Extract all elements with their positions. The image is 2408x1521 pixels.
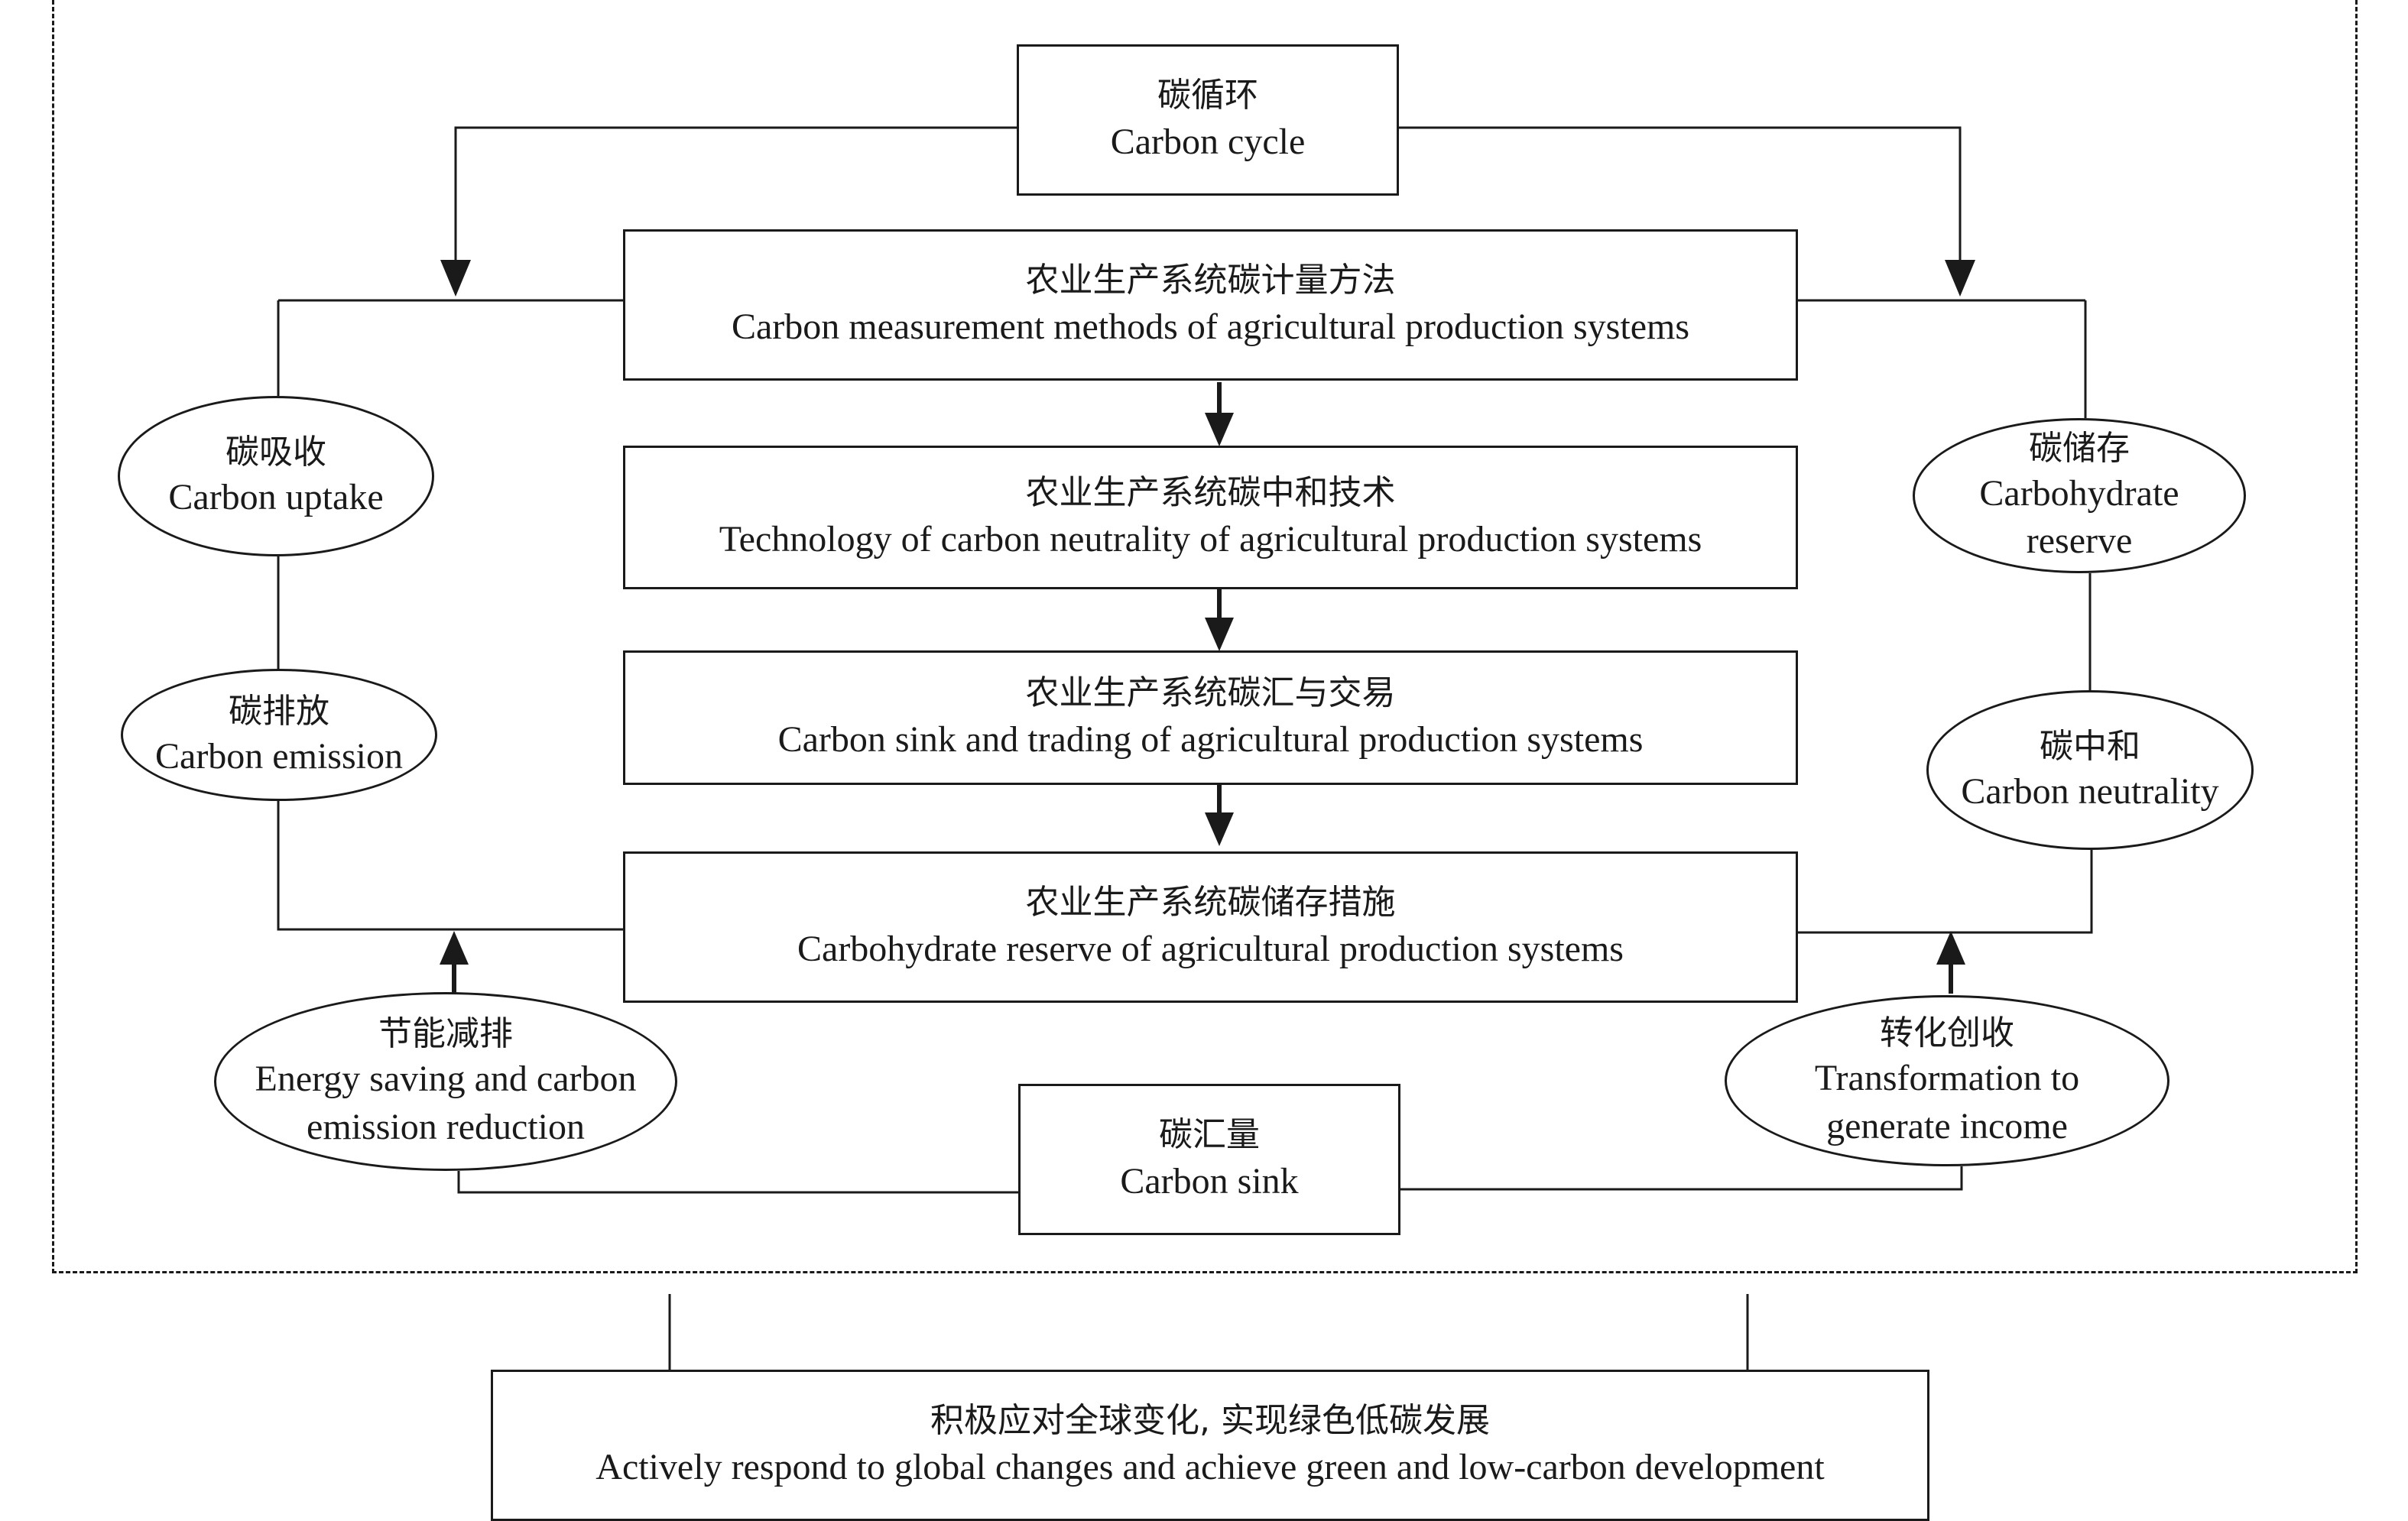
arrowhead-2 — [1205, 618, 1234, 651]
carbon-sink-box: 碳汇量 Carbon sink — [1018, 1084, 1400, 1235]
transformation-zh: 转化创收 — [1880, 1013, 2014, 1053]
carbon-cycle-en: Carbon cycle — [1110, 122, 1306, 163]
arrowhead-cycle-right — [1945, 260, 1975, 297]
carbon-uptake-en: Carbon uptake — [168, 477, 384, 518]
carbon-sink-en: Carbon sink — [1120, 1161, 1299, 1202]
carbon-emission-zh: 碳排放 — [229, 691, 329, 731]
carbon-cycle-box: 碳循环 Carbon cycle — [1017, 44, 1399, 196]
carbon-uptake-oval: 碳吸收 Carbon uptake — [118, 396, 434, 556]
storage-measures-zh: 农业生产系统碳储存措施 — [1025, 882, 1396, 922]
cycle-left-line — [454, 126, 1017, 260]
measurement-en: Carbon measurement methods of agricultur… — [731, 306, 1690, 348]
storage-measures-box: 农业生产系统碳储存措施 Carbohydrate reserve of agri… — [623, 851, 1798, 1003]
sink-trading-en: Carbon sink and trading of agricultural … — [777, 719, 1644, 760]
arrowhead-1 — [1205, 413, 1234, 446]
carbon-neutrality-zh: 碳中和 — [2040, 726, 2140, 766]
carbohydrate-reserve-en1: Carbohydrate — [1979, 472, 2179, 514]
transformation-en2: generate income — [1826, 1105, 2068, 1146]
energy-saving-zh: 节能减排 — [378, 1014, 513, 1054]
arrowhead-left-up — [440, 931, 469, 965]
dashed-boundary-frame — [52, 0, 2358, 1273]
neutrality-tech-en: Technology of carbon neutrality of agric… — [719, 519, 1702, 560]
arrowhead-3 — [1205, 812, 1234, 846]
sink-trading-zh: 农业生产系统碳汇与交易 — [1025, 673, 1396, 712]
storage-measures-en: Carbohydrate reserve of agricultural pro… — [797, 929, 1624, 970]
arrowhead-right-up — [1936, 931, 1965, 965]
carbon-emission-en: Carbon emission — [155, 735, 403, 777]
energy-saving-oval: 节能减排 Energy saving and carbon emission r… — [214, 992, 677, 1171]
carbon-cycle-zh: 碳循环 — [1157, 75, 1258, 115]
carbon-neutrality-en: Carbon neutrality — [1961, 770, 2219, 812]
neutrality-tech-box: 农业生产系统碳中和技术 Technology of carbon neutral… — [623, 446, 1798, 589]
goal-zh: 积极应对全球变化, 实现绿色低碳发展 — [930, 1400, 1490, 1440]
left-bottom-line — [277, 801, 627, 931]
carbohydrate-reserve-oval: 碳储存 Carbohydrate reserve — [1913, 418, 2246, 573]
transformation-oval: 转化创收 Transformation to generate income — [1725, 995, 2169, 1166]
carbon-sink-zh: 碳汇量 — [1159, 1114, 1260, 1154]
goal-en: Actively respond to global changes and a… — [596, 1447, 1825, 1488]
right-bottom-line — [1798, 850, 2093, 934]
neutrality-tech-zh: 农业生产系统碳中和技术 — [1025, 472, 1396, 512]
transformation-en1: Transformation to — [1814, 1058, 2080, 1099]
carbon-neutrality-oval: 碳中和 Carbon neutrality — [1926, 690, 2254, 850]
carbohydrate-reserve-zh: 碳储存 — [2029, 428, 2130, 468]
goal-box: 积极应对全球变化, 实现绿色低碳发展 Actively respond to g… — [491, 1370, 1929, 1521]
measurement-zh: 农业生产系统碳计量方法 — [1025, 260, 1396, 300]
arrowhead-cycle-left — [440, 260, 471, 297]
measurement-box: 农业生产系统碳计量方法 Carbon measurement methods o… — [623, 229, 1798, 381]
cycle-right-line — [1399, 126, 1962, 260]
carbon-uptake-zh: 碳吸收 — [226, 433, 326, 472]
sink-left-line — [457, 1171, 1018, 1194]
energy-saving-en2: emission reduction — [307, 1106, 585, 1147]
sink-right-line — [1400, 1166, 1963, 1191]
carbon-emission-oval: 碳排放 Carbon emission — [121, 669, 437, 801]
energy-saving-en1: Energy saving and carbon — [255, 1059, 637, 1100]
carbohydrate-reserve-en2: reserve — [2026, 521, 2133, 562]
sink-trading-box: 农业生产系统碳汇与交易 Carbon sink and trading of a… — [623, 650, 1798, 785]
